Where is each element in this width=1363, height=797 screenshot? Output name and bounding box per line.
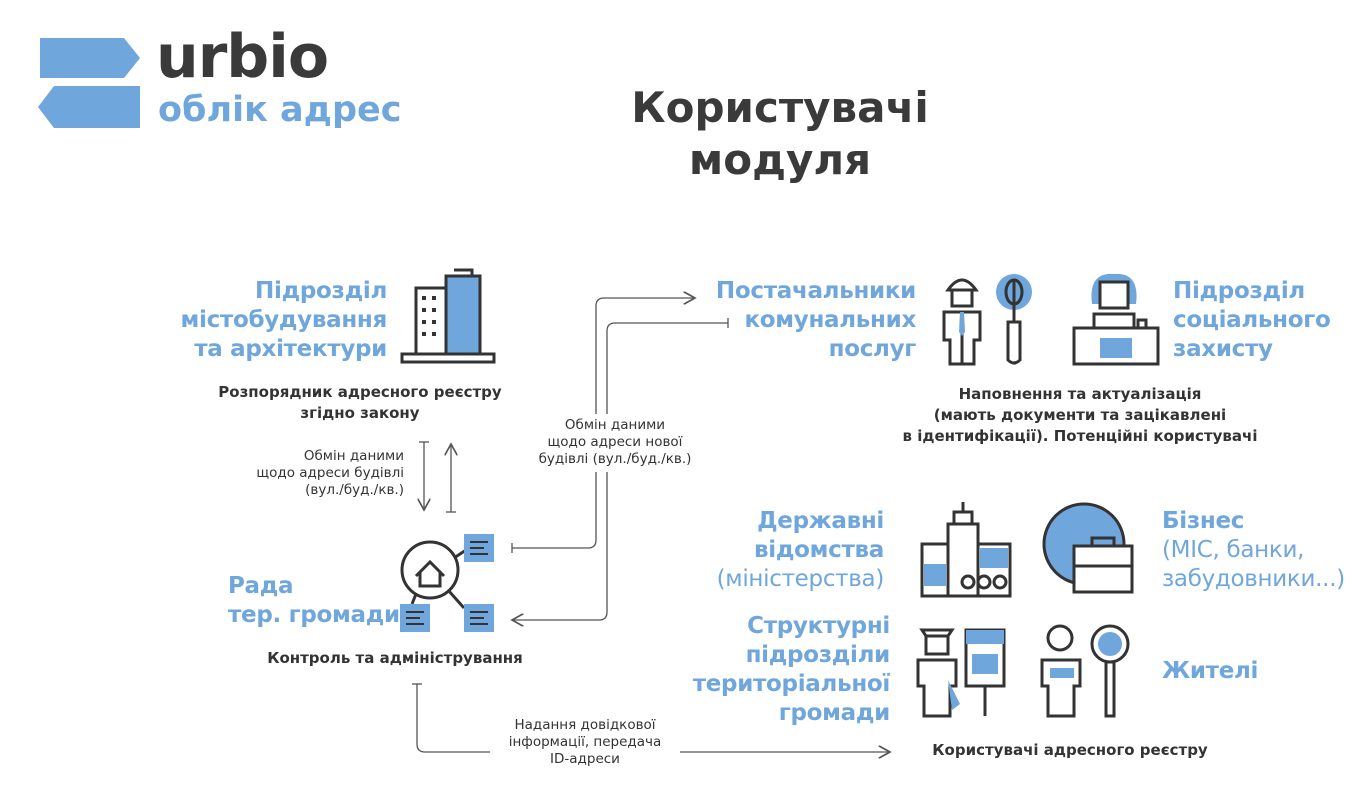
business-label: Бізнес(МІС, банки,забудовники...) [1162,508,1345,592]
logo-name: urbio [156,22,329,92]
page-title: Користувачі модуля [631,83,929,184]
residents-label: Жителі [1162,658,1259,684]
utility-worker-icon [942,274,1032,366]
arrow-to-users [416,684,890,752]
logo-icon [38,38,140,128]
globe-briefcase-icon [1042,502,1134,594]
building-icon [400,268,496,364]
council-caption: Контроль та адміністрування [267,649,523,667]
resident-magnifier-icon [1040,624,1130,718]
potential-users-caption: Наповнення та актуалізація(мають докумен… [902,385,1258,445]
registry-users-caption: Користувачі адресного реєстру [932,741,1208,759]
social-worker-icon [1072,273,1160,366]
city-buildings-icon [920,502,1012,598]
house-network-icon [400,534,494,632]
postman-mailbox-icon [916,628,1006,718]
logo-subtitle: облік адрес [158,90,402,130]
